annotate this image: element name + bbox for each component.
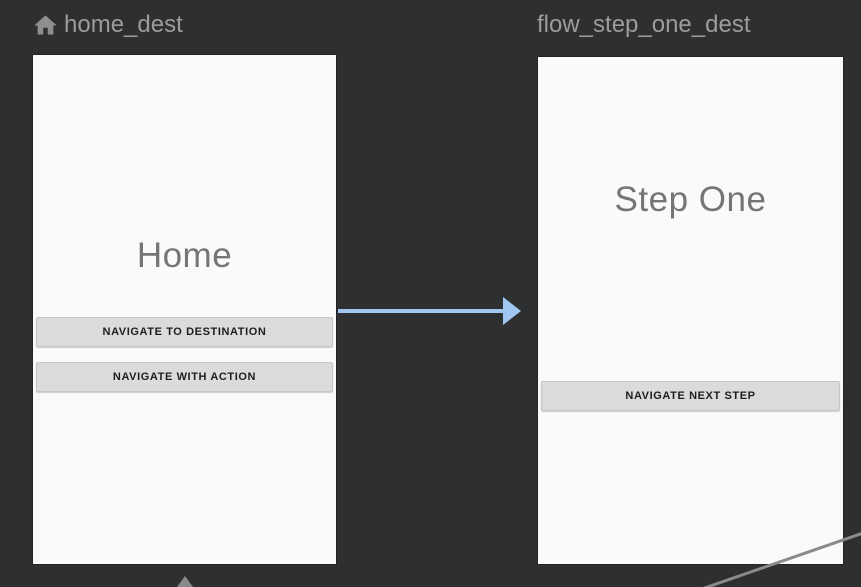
destination-label-step-one: flow_step_one_dest bbox=[537, 11, 751, 38]
destination-preview-step-one[interactable]: Step One NAVIGATE NEXT STEP bbox=[538, 57, 843, 564]
preview-screen-title-home: Home bbox=[136, 236, 233, 275]
incoming-edge-arrowhead-icon[interactable] bbox=[177, 576, 193, 587]
destination-header-step-one[interactable]: flow_step_one_dest bbox=[537, 10, 751, 40]
destination-preview-home[interactable]: Home NAVIGATE TO DESTINATION NAVIGATE WI… bbox=[33, 55, 336, 564]
preview-button-navigate-with-action: NAVIGATE WITH ACTION bbox=[36, 362, 333, 392]
start-destination-home-icon bbox=[32, 12, 59, 39]
destination-header-home[interactable]: home_dest bbox=[32, 10, 183, 40]
preview-button-navigate-to-destination: NAVIGATE TO DESTINATION bbox=[36, 317, 333, 347]
destination-label-home: home_dest bbox=[64, 11, 183, 38]
preview-button-navigate-next-step: NAVIGATE NEXT STEP bbox=[541, 381, 840, 411]
preview-screen-title-step-one: Step One bbox=[614, 180, 767, 219]
action-edge-arrowhead-icon[interactable] bbox=[503, 297, 521, 325]
